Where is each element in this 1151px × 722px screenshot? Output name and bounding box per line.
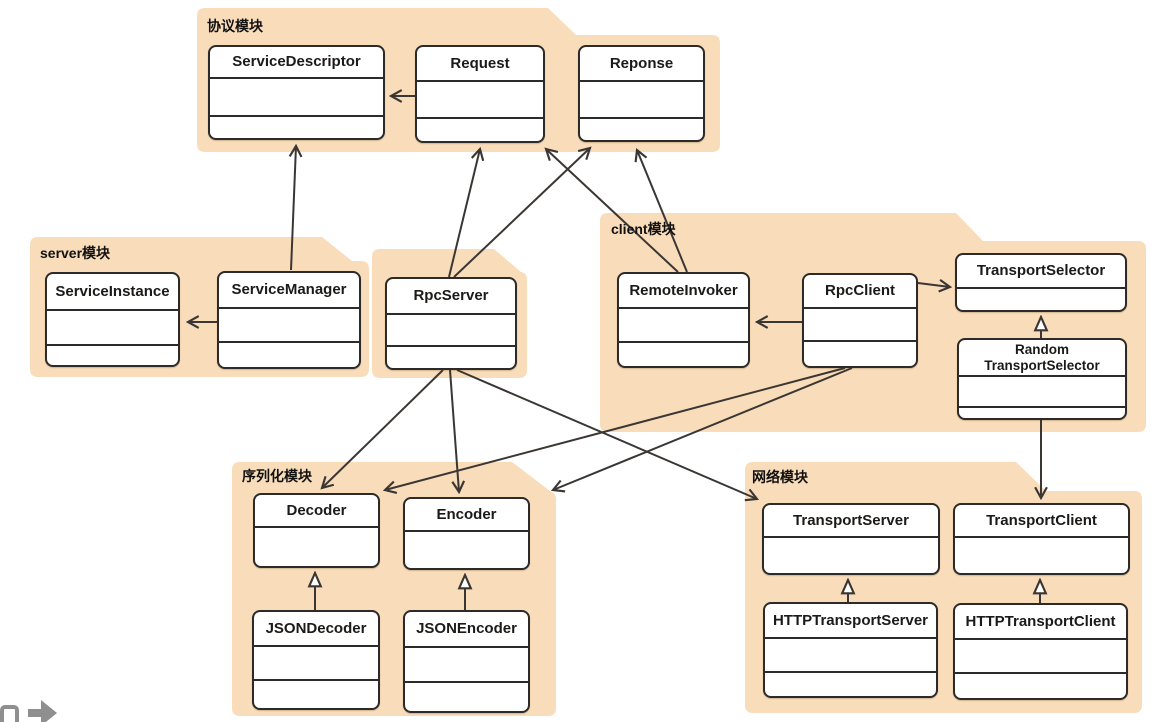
class-service-descriptor: ServiceDescriptor	[208, 45, 385, 140]
edge-rpcserver-reponse	[453, 148, 590, 278]
class-attributes-compartment	[619, 307, 748, 341]
class-http-transport-server: HTTPTransportServer	[763, 602, 938, 698]
edge-rpcclient-encoder	[553, 367, 853, 490]
class-service-instance: ServiceInstance	[45, 272, 180, 367]
forward-arrow-icon[interactable]	[28, 700, 57, 722]
class-methods-compartment	[405, 681, 528, 711]
class-rpc-server: RpcServer	[385, 277, 517, 370]
class-title: Reponse	[609, 54, 674, 72]
class-title: Random TransportSelector	[984, 341, 1100, 373]
class-title: Request	[450, 54, 510, 72]
class-reponse: Reponse	[578, 45, 705, 142]
class-title: HTTPTransportClient	[965, 612, 1116, 630]
network-module-label: 网络模块	[752, 469, 808, 485]
class-request: Request	[415, 45, 545, 143]
class-attributes-compartment	[765, 637, 936, 671]
serialization-module-label: 序列化模块	[242, 468, 312, 484]
class-attributes-compartment	[959, 375, 1125, 406]
class-title: RemoteInvoker	[629, 281, 738, 299]
edge-remoteinvoker-request	[546, 149, 679, 273]
edge-rpcserver-transportserver	[456, 369, 757, 499]
class-methods-compartment	[210, 115, 383, 138]
class-methods-compartment	[47, 344, 178, 365]
class-methods-compartment	[765, 671, 936, 696]
class-methods-compartment	[387, 345, 515, 368]
class-title: TransportSelector	[976, 262, 1106, 279]
edge-rpcclient-transportselector	[917, 283, 950, 287]
class-title: TransportServer	[793, 511, 909, 529]
class-attributes-compartment	[580, 80, 703, 117]
class-service-manager: ServiceManager	[217, 271, 361, 369]
class-title: Decoder	[286, 501, 347, 519]
class-attributes-compartment	[219, 307, 359, 341]
class-attributes-compartment	[764, 536, 938, 573]
class-attributes-compartment	[417, 80, 543, 117]
edge-remoteinvoker-reponse	[637, 150, 688, 273]
class-transport-selector: TransportSelector	[955, 253, 1127, 312]
class-methods-compartment	[959, 406, 1125, 418]
edge-rpcclient-decoder	[385, 367, 846, 490]
class-methods-compartment	[580, 117, 703, 140]
server-module-label: server模块	[40, 245, 111, 261]
edge-rpcserver-decoder	[322, 369, 444, 488]
bottom-left-overlay-icons	[0, 700, 57, 722]
client-module-label: client模块	[611, 221, 676, 237]
class-methods-compartment	[417, 117, 543, 141]
class-title: ServiceInstance	[55, 282, 170, 300]
class-attributes-compartment	[255, 526, 378, 566]
class-attributes-compartment	[47, 309, 178, 344]
class-title: JSONEncoder	[416, 620, 517, 637]
class-encoder: Encoder	[403, 497, 530, 570]
class-methods-compartment	[619, 341, 748, 366]
class-attributes-compartment	[955, 638, 1126, 672]
class-methods-compartment	[804, 340, 916, 366]
monitor-icon[interactable]	[0, 705, 19, 722]
class-decoder: Decoder	[253, 493, 380, 568]
class-http-transport-client: HTTPTransportClient	[953, 603, 1128, 700]
class-attributes-compartment	[405, 646, 528, 681]
class-attributes-compartment	[210, 77, 383, 115]
class-attributes-compartment	[254, 645, 378, 679]
edge-servicemanager-servicedescriptor	[291, 146, 296, 271]
class-methods-compartment	[219, 341, 359, 367]
class-attributes-compartment	[804, 307, 916, 340]
class-transport-server: TransportServer	[762, 503, 940, 575]
class-rpc-client: RpcClient	[802, 273, 918, 368]
class-json-encoder: JSONEncoder	[403, 610, 530, 713]
class-title: ServiceManager	[231, 281, 347, 298]
class-random-transport-selector: Random TransportSelector	[957, 338, 1127, 420]
class-attributes-compartment	[405, 530, 528, 568]
class-title: HTTPTransportServer	[772, 611, 929, 629]
edge-rpcserver-request	[448, 149, 480, 278]
class-attributes-compartment	[387, 313, 515, 345]
class-json-decoder: JSONDecoder	[252, 610, 380, 710]
class-title: ServiceDescriptor	[232, 53, 361, 70]
class-title: JSONDecoder	[265, 619, 367, 637]
class-title: Encoder	[436, 505, 497, 523]
class-methods-compartment	[955, 672, 1126, 698]
class-title: RpcServer	[413, 287, 489, 304]
class-attributes-compartment	[955, 536, 1128, 573]
class-methods-compartment	[254, 679, 378, 708]
class-title: TransportClient	[986, 511, 1097, 529]
class-title: RpcClient	[824, 282, 895, 299]
class-remote-invoker: RemoteInvoker	[617, 272, 750, 368]
class-transport-client: TransportClient	[953, 503, 1130, 575]
protocol-module-label: 协议模块	[207, 18, 263, 34]
class-attributes-compartment	[957, 287, 1125, 310]
